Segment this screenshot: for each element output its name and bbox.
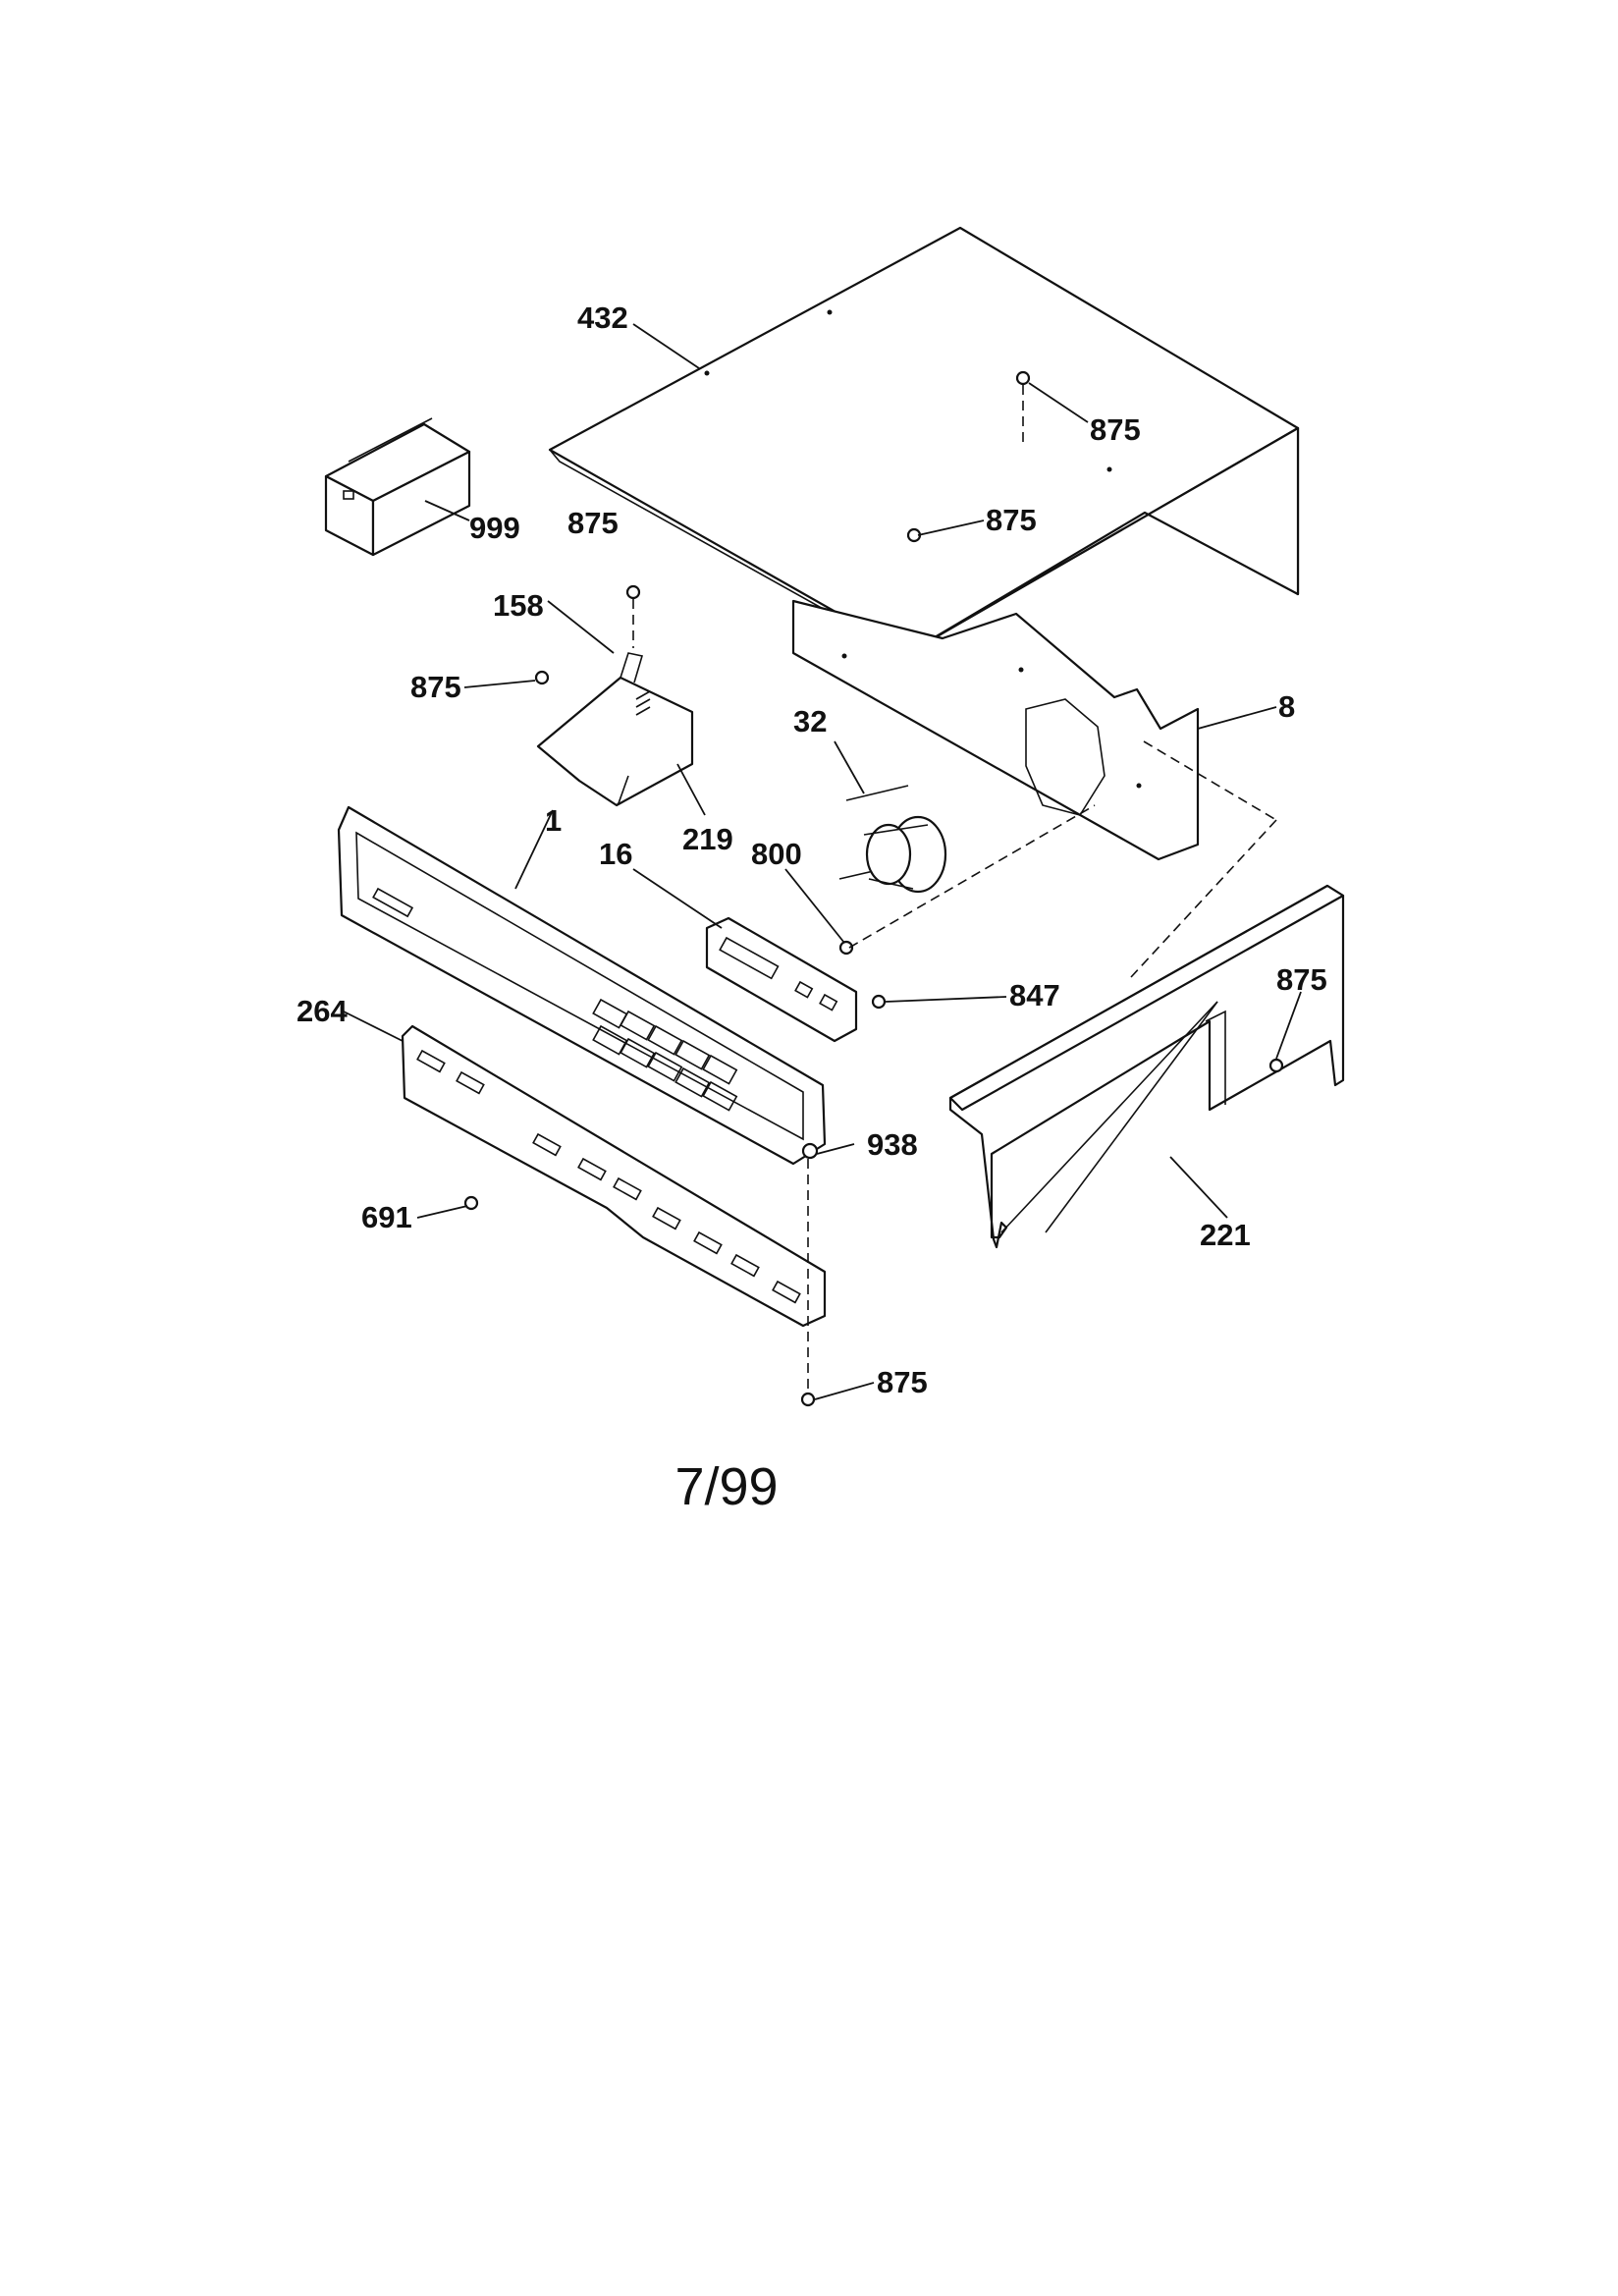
bracket-part [536,652,694,807]
callout-16: 16 [599,837,632,871]
callout-432: 432 [577,301,628,335]
callout-875-side: 875 [1276,962,1327,997]
callout-875-left: 875 [410,670,461,704]
fan-part [838,785,947,894]
side-panel-part [948,884,1345,1249]
callout-219: 219 [682,822,733,856]
callout-8: 8 [1278,689,1295,724]
callout-875-bracket: 875 [567,506,619,540]
callout-999: 999 [469,511,520,545]
callout-labels: 432 875 999 875 875 158 875 8 32 219 1 1… [297,301,1327,1399]
callout-691: 691 [361,1200,412,1234]
top-cover-part [548,226,1300,655]
control-board-part [705,916,858,1043]
screw-icon [463,370,1284,1407]
callout-264: 264 [297,994,348,1028]
control-panel-part [337,805,827,1166]
callout-800: 800 [751,837,802,871]
callout-847: 847 [1009,978,1060,1012]
callout-938: 938 [867,1127,918,1162]
revision-date: 7/99 [674,1457,779,1516]
callout-158: 158 [493,588,544,623]
back-panel-part [791,599,1200,861]
vent-slots [416,1049,801,1304]
callout-221: 221 [1200,1218,1251,1252]
callout-875-bottom: 875 [877,1365,928,1399]
callout-875-top-right: 875 [1090,412,1141,447]
vent-panel-part [401,1024,827,1328]
callout-1: 1 [545,803,562,838]
box-part [324,417,471,557]
callout-32: 32 [793,704,827,738]
callout-875-top-front: 875 [986,503,1037,537]
leader-lines [343,323,1302,1400]
